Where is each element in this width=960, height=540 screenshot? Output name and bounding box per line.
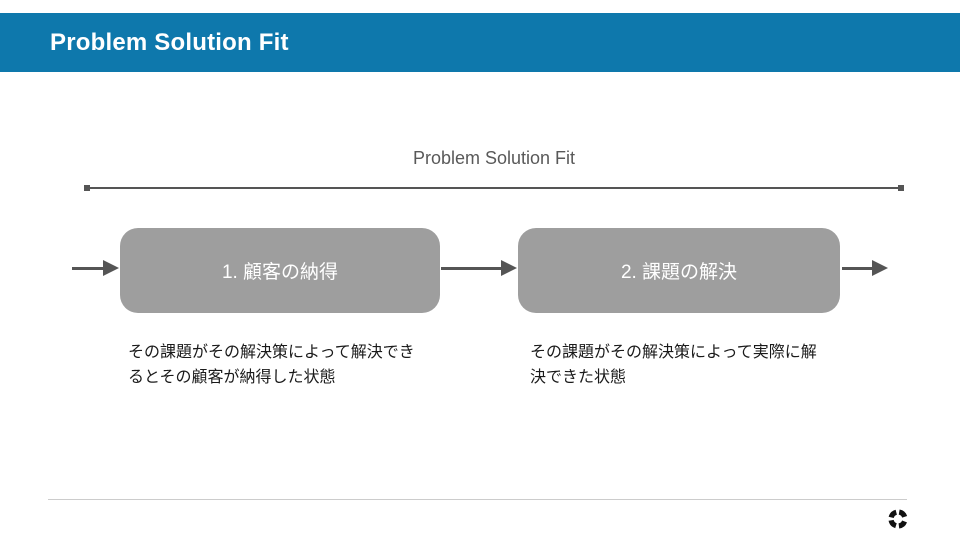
aperture-logo-icon [888,509,908,529]
arrow-head-icon [103,260,119,276]
flow-arrow-out [842,260,888,276]
step-box-1: 1. 顧客の納得 [120,228,440,313]
bracket-endpoint-right [898,185,904,191]
step-box-2-label: 2. 課題の解決 [620,262,738,283]
bracket-endpoint-left [84,185,90,191]
header-bar: Problem Solution Fit [0,13,960,72]
arrow-shaft [842,266,874,270]
arrow-shaft [441,266,503,270]
arrow-shaft [72,266,105,270]
footer-divider [48,499,907,500]
step-box-1-label: 1. 顧客の納得 [221,262,339,283]
arrow-head-icon [501,260,517,276]
bracket-label: Problem Solution Fit [412,148,576,168]
flow-arrow-mid [441,260,517,276]
page-title: Problem Solution Fit [50,28,289,56]
flow-arrow-in [72,260,119,276]
step-1-description: その課題がその解決策によって解決でき るとその顧客が納得した状態 [128,344,415,386]
bracket-line [84,185,904,191]
arrow-head-icon [872,260,888,276]
step-2-description: その課題がその解決策によって実際に解 決できた状態 [530,344,817,386]
step-box-2: 2. 課題の解決 [518,228,840,313]
